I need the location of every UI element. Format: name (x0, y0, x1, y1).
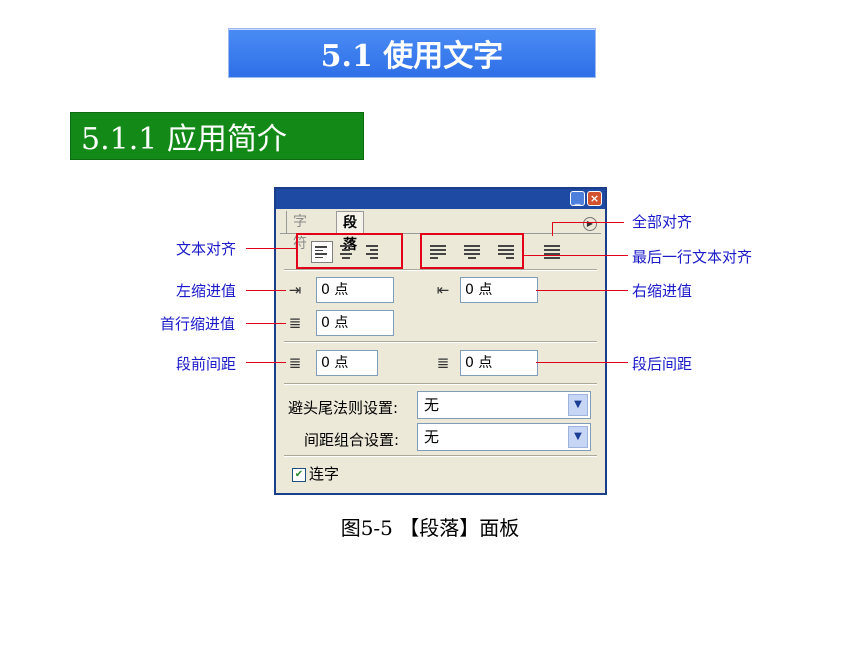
callout-line (536, 290, 628, 291)
align-right-button[interactable] (359, 241, 381, 263)
callout-line (246, 323, 286, 324)
last-line-align-highlight (420, 233, 524, 269)
annotation-space-before: 段前间距 (176, 355, 237, 373)
right-indent-icon: ⇤ (436, 281, 450, 299)
paragraph-panel: _ × 字符 段落 ▶ ⇥ 0 点 ⇤ 0 点 ≣ 0 点 ≣ 0 点 ≣ 0 … (274, 187, 607, 495)
first-line-indent-icon: ≣ (288, 314, 302, 332)
subsection-title: 5.1.1 应用简介 (81, 122, 287, 157)
tab-paragraph[interactable]: 段落 (336, 211, 364, 253)
close-button[interactable]: × (587, 191, 602, 206)
callout-line (524, 255, 628, 256)
annotation-space-after: 段后间距 (632, 355, 693, 373)
callout-line (246, 248, 296, 249)
chevron-down-icon[interactable]: ▼ (568, 394, 588, 416)
callout-line (246, 362, 286, 363)
justify-last-left-button[interactable] (427, 241, 449, 263)
mojikumi-label: 间距组合设置: (304, 431, 400, 449)
kinsoku-select-value: 无 (424, 396, 440, 414)
callout-line (536, 362, 628, 363)
annotation-right-indent: 右缩进值 (632, 282, 693, 300)
annotation-last-line-align: 最后一行文本对齐 (632, 248, 753, 266)
left-indent-icon: ⇥ (288, 281, 302, 299)
subsection-title-banner: 5.1.1 应用简介 (70, 112, 364, 160)
space-after-input[interactable]: 0 点 (460, 350, 538, 376)
annotation-left-indent: 左缩进值 (176, 282, 237, 300)
kinsoku-label: 避头尾法则设置: (288, 399, 399, 417)
separator (284, 269, 597, 271)
section-title: 5.1 使用文字 (320, 39, 504, 74)
text-align-highlight (296, 233, 403, 269)
callout-line (552, 222, 553, 236)
annotation-justify-all: 全部对齐 (632, 213, 693, 231)
kinsoku-select[interactable]: 无 ▼ (417, 391, 591, 419)
annotation-text-align: 文本对齐 (176, 240, 237, 258)
space-after-icon: ≣ (436, 354, 450, 372)
mojikumi-select-value: 无 (424, 428, 440, 446)
section-title-banner: 5.1 使用文字 (228, 28, 596, 78)
space-before-icon: ≣ (288, 354, 302, 372)
align-left-button[interactable] (311, 241, 333, 263)
panel-menu-icon[interactable]: ▶ (583, 217, 597, 231)
figure-caption: 图5-5 【段落】面板 (340, 516, 520, 540)
checkmark-icon[interactable]: ✔ (292, 467, 306, 482)
space-before-input[interactable]: 0 点 (316, 350, 378, 376)
left-indent-input[interactable]: 0 点 (316, 277, 394, 303)
hyphenate-checkbox[interactable]: ✔连字 (292, 463, 339, 484)
right-indent-input[interactable]: 0 点 (460, 277, 538, 303)
annotation-first-line-indent: 首行缩进值 (160, 315, 236, 333)
chevron-down-icon[interactable]: ▼ (568, 426, 588, 448)
hyphenate-label: 连字 (309, 465, 340, 483)
tab-character[interactable]: 字符 (286, 211, 313, 252)
separator (284, 455, 597, 457)
separator (284, 341, 597, 343)
justify-last-right-button[interactable] (495, 241, 517, 263)
callout-line (246, 290, 286, 291)
callout-line (552, 222, 624, 223)
separator (284, 383, 597, 385)
minimize-button[interactable]: _ (570, 191, 585, 206)
first-line-indent-input[interactable]: 0 点 (316, 310, 394, 336)
justify-all-button[interactable] (541, 241, 563, 263)
justify-last-center-button[interactable] (461, 241, 483, 263)
align-center-button[interactable] (335, 241, 357, 263)
panel-titlebar: _ × (276, 189, 605, 209)
mojikumi-select[interactable]: 无 ▼ (417, 423, 591, 451)
